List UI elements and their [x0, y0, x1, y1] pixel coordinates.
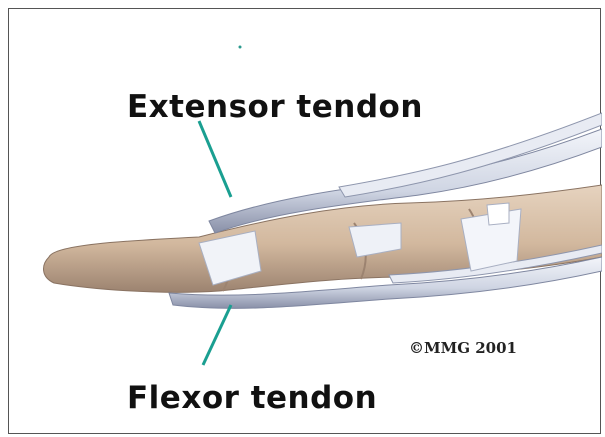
flexor-tendon-label: Flexor tendon [127, 380, 377, 416]
extensor-tendon-label: Extensor tendon [127, 89, 423, 125]
speck [239, 46, 242, 49]
copyright-notice: ©MMG 2001 [409, 339, 517, 357]
finger-anatomy-illustration [9, 9, 602, 435]
figure-frame: Extensor tendon Flexor tendon ©MMG 2001 [8, 8, 601, 434]
ligament [487, 203, 509, 225]
extensor-leader-line [199, 121, 231, 197]
flexor-leader-line [203, 305, 231, 365]
